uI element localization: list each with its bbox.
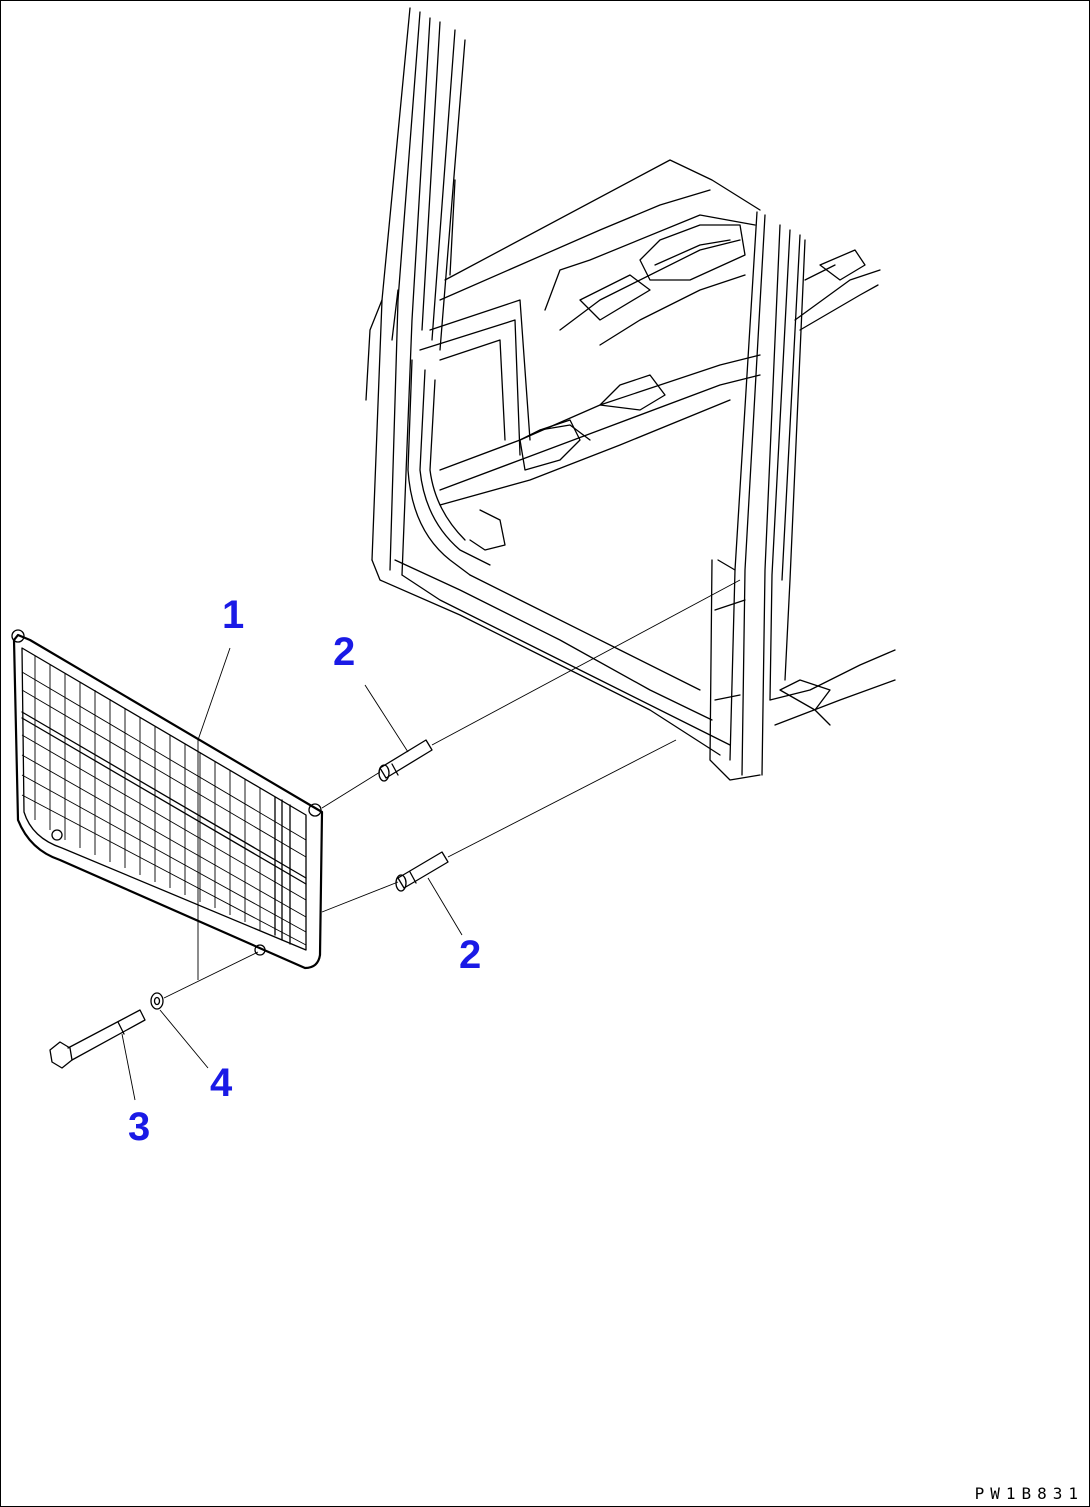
bolt (49, 1009, 146, 1069)
callout-3: 3 (128, 1105, 150, 1149)
pin-upper (378, 739, 433, 782)
mesh-grid (21, 656, 307, 946)
washer (150, 992, 164, 1010)
screen-guard (11, 629, 324, 970)
callout-labels: 1 2 2 3 4 (128, 593, 481, 1149)
callout-2-upper: 2 (333, 630, 355, 674)
pin-lower (395, 851, 449, 892)
drawing-code: PW1B831 (974, 1484, 1084, 1503)
callout-2-lower: 2 (459, 933, 481, 977)
callout-1: 1 (222, 593, 244, 637)
assembly-lines (163, 579, 741, 999)
leader-lines (121, 647, 463, 1101)
callout-4: 4 (210, 1061, 233, 1105)
cab-frame (365, 7, 896, 781)
